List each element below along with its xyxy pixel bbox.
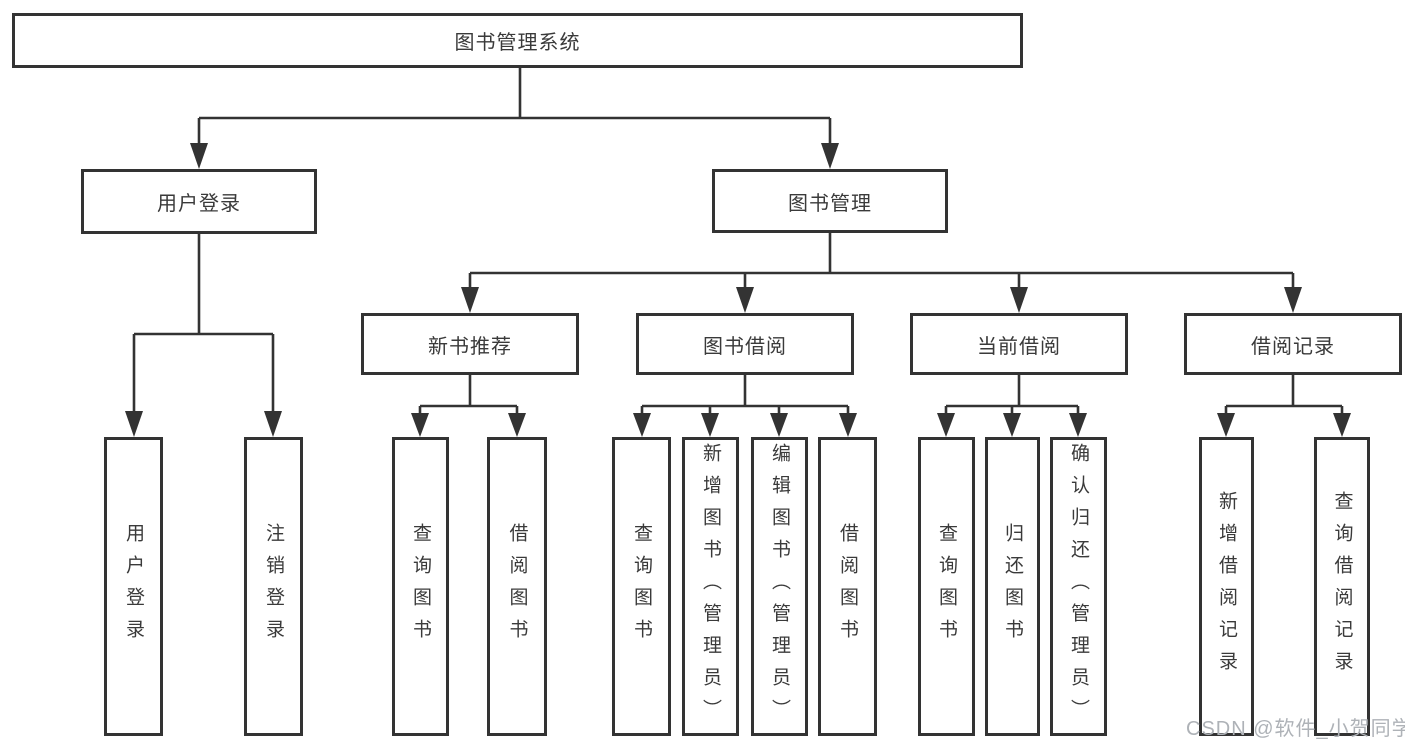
leaf-add-book-admin: 新增图书（管理员）	[682, 437, 739, 736]
node-label: 当前借阅	[977, 335, 1061, 358]
node-label: 借阅记录	[1251, 335, 1335, 358]
node-library-management-system: 图书管理系统	[12, 13, 1023, 68]
node-current-borrow: 当前借阅	[910, 313, 1128, 375]
leaf-label: 查询图书	[631, 522, 652, 651]
leaf-user-login: 用户登录	[104, 437, 163, 736]
leaf-return-book: 归还图书	[985, 437, 1040, 736]
leaf-confirm-return-admin: 确认归还（管理员）	[1050, 437, 1107, 736]
csdn-watermark: CSDN @软件_小贺同学	[1186, 718, 1405, 740]
leaf-label: 查询图书	[936, 522, 957, 651]
leaf-label: 查询图书	[410, 522, 431, 651]
node-new-book-recommend: 新书推荐	[361, 313, 579, 375]
leaf-label: 用户登录	[123, 522, 144, 651]
leaf-label: 编辑图书（管理员）	[769, 442, 790, 731]
leaf-add-borrow-record: 新增借阅记录	[1199, 437, 1254, 736]
leaf-borrow-books: 借阅图书	[818, 437, 877, 736]
leaf-edit-book-admin: 编辑图书（管理员）	[751, 437, 808, 736]
node-book-management: 图书管理	[712, 169, 948, 233]
leaf-label: 确认归还（管理员）	[1068, 442, 1089, 731]
node-label: 图书管理系统	[454, 32, 581, 54]
leaf-query-books-current: 查询图书	[918, 437, 975, 736]
leaf-label: 查询借阅记录	[1331, 490, 1353, 683]
leaf-borrow-books-recommend: 借阅图书	[487, 437, 547, 736]
node-label: 图书借阅	[703, 335, 787, 358]
leaf-logout: 注销登录	[244, 437, 303, 736]
node-label: 图书管理	[788, 192, 872, 215]
node-label: 用户登录	[157, 193, 241, 215]
leaf-query-books-borrow: 查询图书	[612, 437, 671, 736]
node-user-login: 用户登录	[81, 169, 317, 234]
leaf-label: 新增图书（管理员）	[700, 442, 721, 731]
leaf-label: 借阅图书	[837, 522, 858, 651]
leaf-label: 新增借阅记录	[1216, 490, 1237, 683]
node-label: 新书推荐	[428, 335, 512, 358]
node-book-borrow: 图书借阅	[636, 313, 854, 375]
leaf-query-borrow-record: 查询借阅记录	[1314, 437, 1370, 736]
node-borrow-records: 借阅记录	[1184, 313, 1402, 375]
leaf-label: 借阅图书	[506, 522, 528, 651]
leaf-label: 注销登录	[263, 522, 284, 651]
leaf-label: 归还图书	[1002, 522, 1023, 651]
leaf-query-books-recommend: 查询图书	[392, 437, 449, 736]
